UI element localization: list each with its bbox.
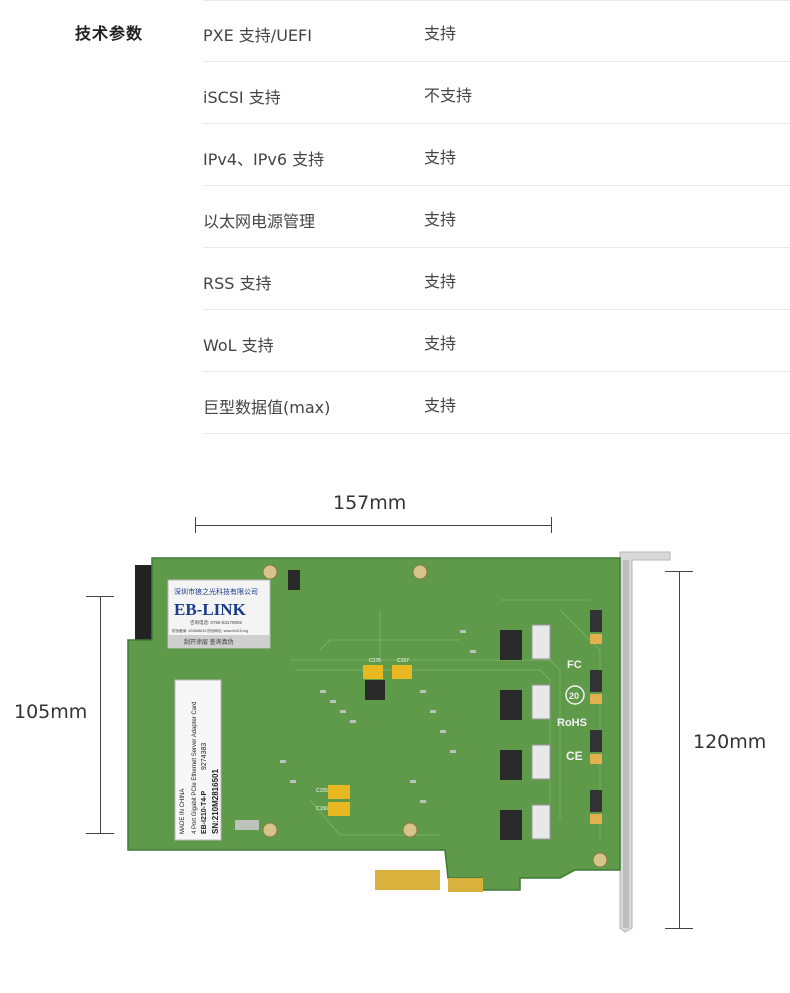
recycle-mark: 20: [569, 691, 579, 701]
gold-fingers: [375, 870, 483, 892]
dim-length-tick-left: [195, 517, 196, 533]
sticker-company: 深圳市狼之光科技有限公司: [174, 587, 258, 596]
spec-key: RSS 支持: [203, 274, 272, 293]
spec-row: 以太网电源管理 支持: [203, 186, 790, 248]
port-leds: [590, 610, 602, 824]
dim-bracket-tick-top: [665, 571, 693, 572]
spec-value: 支持: [424, 396, 457, 415]
dim-length-label: 157mm: [333, 492, 407, 514]
spec-value: 不支持: [424, 86, 473, 105]
sticker-cert: 防伪备案: 420658615 防伪网址: www.fw315.org: [172, 628, 248, 633]
sticker-phone: 咨询电话: 0755-83179002: [190, 619, 243, 626]
product-label: MADE IN CHINA 4 Port Gigabit PCIe Ethern…: [174, 679, 222, 841]
spec-key: iSCSI 支持: [203, 88, 281, 107]
label-sn: SN:210M2816501: [211, 769, 220, 834]
spec-key: PXE 支持/UEFI: [203, 26, 312, 45]
spec-value: 支持: [424, 24, 457, 43]
label-made: MADE IN CHINA: [180, 789, 186, 834]
spec-value: 支持: [424, 210, 457, 229]
network-card-image: C176 C157 C155 C156 FC 20 RoHS CE 深圳市狼之光…: [127, 551, 671, 933]
spec-value: 支持: [424, 334, 457, 353]
spec-key: IPv4、IPv6 支持: [203, 150, 325, 169]
section-title: 技术参数: [75, 24, 144, 43]
port-housing: [135, 565, 153, 645]
dim-length-tick-right: [551, 517, 552, 533]
spec-table: PXE 支持/UEFI 支持 iSCSI 支持 不支持 IPv4、IPv6 支持…: [203, 0, 790, 434]
cap-label: C155: [316, 788, 328, 794]
cap-label: C156: [316, 806, 328, 812]
tantalum-capacitors: [328, 665, 412, 816]
spec-key: WoL 支持: [203, 336, 274, 355]
cap-label: C176: [369, 658, 381, 664]
sticker-note: 刮开涂层 查询真伪: [184, 638, 234, 646]
spec-row: iSCSI 支持 不支持: [203, 62, 790, 124]
anti-counterfeit-sticker: 深圳市狼之光科技有限公司 EB-LINK 咨询电话: 0755-83179002…: [167, 579, 271, 649]
magnetics: [531, 624, 551, 840]
cap-label: C157: [397, 658, 409, 664]
spec-row: PXE 支持/UEFI 支持: [203, 0, 790, 62]
rohs-mark: RoHS: [557, 717, 587, 729]
dim-bracket-tick-bottom: [665, 928, 693, 929]
spec-value: 支持: [424, 272, 457, 291]
pci-bracket: [619, 551, 671, 933]
sticker-brand: EB-LINK: [174, 600, 247, 619]
dim-length-line: [195, 525, 552, 526]
spec-row: RSS 支持 支持: [203, 248, 790, 310]
smd-components: [235, 630, 476, 830]
label-desc: 4 Port Gigabit PCIe Ethernet Server Adap…: [192, 702, 198, 834]
dim-height-tick-bottom: [86, 833, 114, 834]
dim-height-line: [100, 596, 101, 834]
label-model: EB-I210-T4-P: [201, 790, 208, 834]
dim-height-label: 105mm: [14, 701, 88, 723]
fc-mark: FC: [567, 659, 582, 671]
spec-key: 以太网电源管理: [203, 212, 316, 231]
spec-row: IPv4、IPv6 支持 支持: [203, 124, 790, 186]
spec-key: 巨型数据值(max): [203, 398, 331, 417]
spec-row: 巨型数据值(max) 支持: [203, 372, 790, 434]
dim-bracket-line: [679, 571, 680, 929]
spec-value: 支持: [424, 148, 457, 167]
mount-holes: [262, 564, 608, 868]
spec-row: WoL 支持 支持: [203, 310, 790, 372]
dim-bracket-label: 120mm: [693, 731, 767, 753]
dim-height-tick-top: [86, 596, 114, 597]
ce-mark: CE: [566, 749, 583, 763]
ic-chips: [288, 570, 522, 840]
recycle-mark-icon: [565, 685, 585, 705]
label-code: 9274383: [201, 743, 208, 770]
top-divider: [203, 0, 790, 1]
